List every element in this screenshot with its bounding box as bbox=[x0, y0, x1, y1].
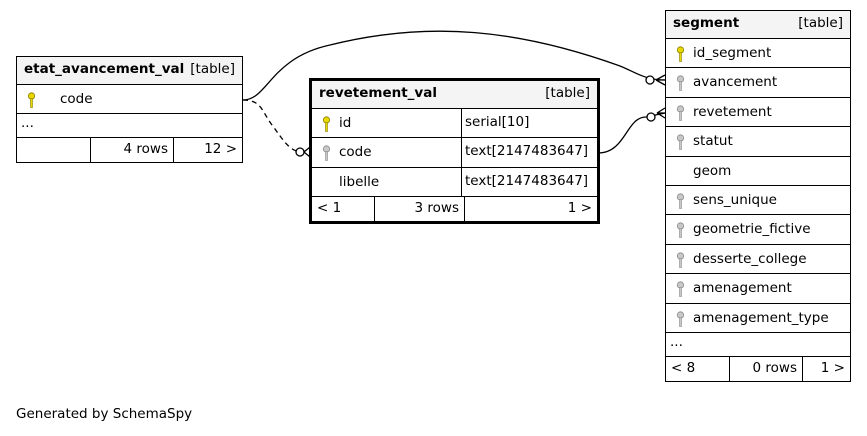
footer-row-count: 4 rows bbox=[91, 138, 174, 163]
table-kind: [table] bbox=[798, 15, 843, 31]
column-type: text[2147483647] bbox=[461, 138, 597, 167]
index-key-icon bbox=[676, 310, 685, 327]
edge-revetement-optional-marker bbox=[646, 112, 656, 122]
footer-next: 12 > bbox=[204, 141, 237, 158]
column-name: geom bbox=[693, 162, 732, 179]
table-segment[interactable]: segment [table] id_segment avancement re… bbox=[665, 10, 851, 382]
column-row: amenagement_type bbox=[666, 304, 850, 333]
table-header: segment [table] bbox=[666, 11, 850, 39]
column-name: avancement bbox=[693, 74, 778, 91]
edge-implied-optional-marker bbox=[295, 147, 305, 157]
column-row: avancement bbox=[666, 68, 850, 98]
footer-prev: < 8 bbox=[666, 356, 730, 381]
table-header: revetement_val [table] bbox=[312, 81, 597, 109]
footer-row-count: 3 rows bbox=[375, 197, 465, 222]
column-name: desserte_college bbox=[693, 250, 807, 267]
footer-next: 1 > bbox=[820, 359, 845, 376]
table-name: etat_avancement_val bbox=[24, 61, 185, 77]
column-type: serial[10] bbox=[461, 109, 597, 138]
table-etat-avancement-val[interactable]: etat_avancement_val [table] code ... 4 r… bbox=[16, 56, 243, 164]
column-row: code text[2147483647] bbox=[312, 138, 597, 168]
table-footer: < 8 0 rows 1 > bbox=[666, 356, 850, 381]
column-name: id bbox=[339, 115, 352, 131]
table-footer: < 1 3 rows 1 > bbox=[312, 197, 597, 222]
index-key-icon bbox=[676, 75, 685, 92]
column-name: code bbox=[60, 91, 93, 107]
generated-by-credit: Generated by SchemaSpy bbox=[16, 406, 193, 422]
primary-key-icon bbox=[322, 116, 331, 132]
primary-key-icon bbox=[676, 46, 685, 62]
column-name: amenagement bbox=[693, 280, 792, 297]
index-key-icon bbox=[676, 252, 685, 268]
column-name: sens_unique bbox=[693, 191, 777, 208]
edge-avancement-optional-marker bbox=[645, 75, 655, 85]
more-columns: ... bbox=[666, 333, 850, 357]
column-row: statut bbox=[666, 127, 850, 157]
column-row: geom bbox=[666, 157, 850, 186]
edge-revetement-many-marker bbox=[656, 107, 666, 119]
table-footer: 4 rows 12 > bbox=[17, 138, 242, 163]
index-key-icon bbox=[322, 145, 331, 162]
table-revetement-val[interactable]: revetement_val [table] id serial[10] cod… bbox=[309, 78, 600, 225]
index-key-icon bbox=[676, 134, 685, 150]
footer-prev bbox=[17, 138, 91, 163]
primary-key-icon bbox=[27, 92, 36, 108]
column-name: statut bbox=[693, 133, 733, 150]
column-row: sens_unique bbox=[666, 186, 850, 216]
table-header: etat_avancement_val [table] bbox=[17, 57, 242, 85]
column-type: text[2147483647] bbox=[461, 167, 597, 197]
edge-implied-code bbox=[242, 99, 301, 153]
edge-avancement bbox=[242, 30, 666, 101]
table-kind: [table] bbox=[545, 85, 590, 101]
column-row: id_segment bbox=[666, 39, 850, 69]
column-row: amenagement bbox=[666, 274, 850, 304]
column-name: libelle bbox=[339, 173, 380, 190]
column-name: geometrie_fictive bbox=[693, 221, 811, 238]
column-name: revetement bbox=[693, 103, 772, 120]
edge-avancement-many-marker bbox=[655, 74, 666, 86]
column-row: desserte_college bbox=[666, 245, 850, 275]
column-row: code bbox=[17, 85, 242, 115]
index-key-icon bbox=[676, 222, 685, 239]
column-row: id serial[10] bbox=[312, 109, 597, 139]
column-name: id_segment bbox=[693, 45, 772, 61]
table-kind: [table] bbox=[190, 61, 235, 77]
footer-prev: < 1 bbox=[312, 197, 375, 222]
column-name: amenagement_type bbox=[693, 309, 829, 326]
column-row: revetement bbox=[666, 98, 850, 128]
index-key-icon bbox=[676, 193, 685, 209]
edge-revetement bbox=[597, 112, 666, 154]
column-row: libelle text[2147483647] bbox=[312, 167, 597, 198]
footer-row-count: 0 rows bbox=[730, 356, 803, 381]
more-columns: ... bbox=[17, 114, 242, 139]
index-key-icon bbox=[676, 281, 685, 297]
footer-next: 1 > bbox=[567, 200, 592, 217]
index-key-icon bbox=[676, 105, 685, 121]
column-name: code bbox=[339, 144, 372, 161]
table-name: revetement_val bbox=[319, 85, 437, 101]
column-row: geometrie_fictive bbox=[666, 215, 850, 245]
table-name: segment bbox=[673, 15, 740, 31]
